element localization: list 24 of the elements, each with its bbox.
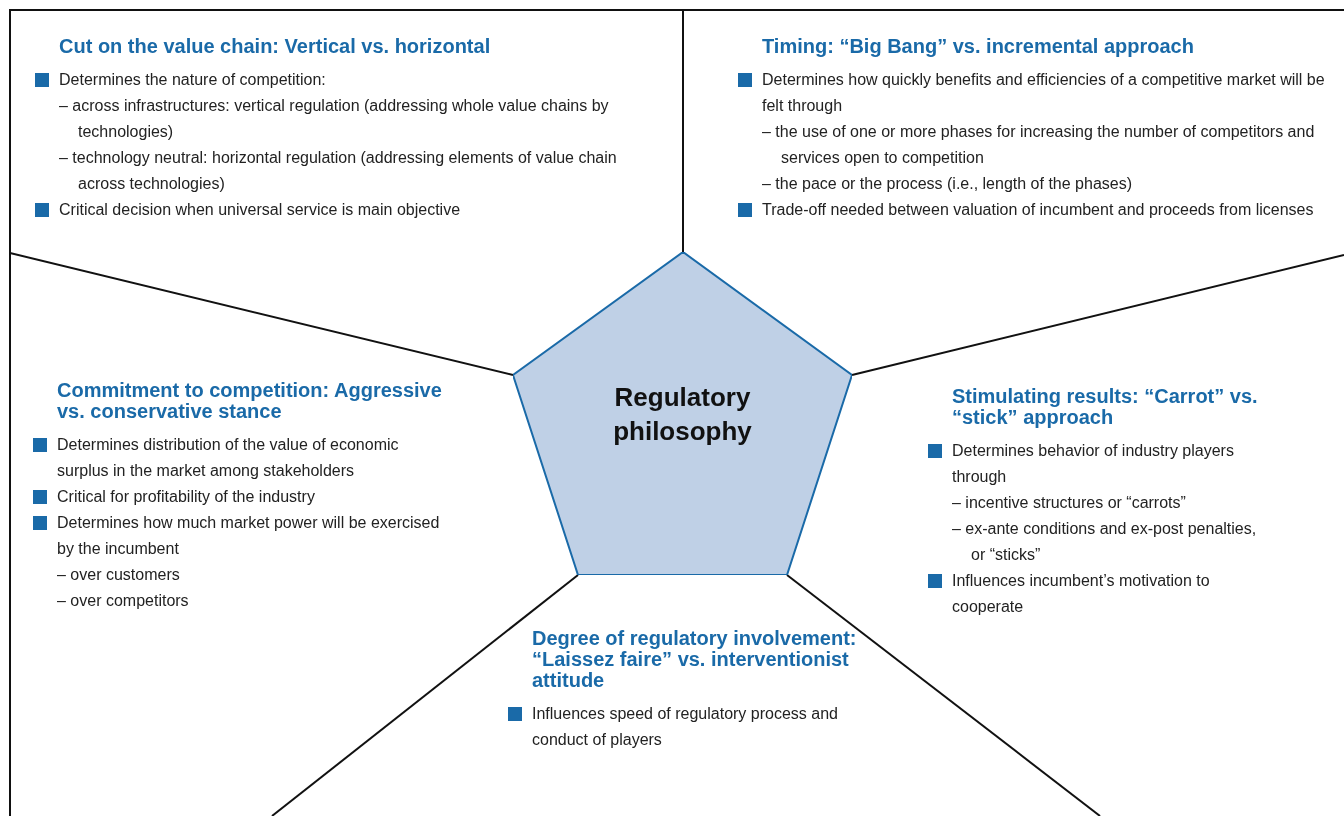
sub-bullet-text: – technology neutral: horizontal regulation (addressing elements of value chain across technologies): [59, 148, 618, 194]
sub-bullet-text: – the pace or the process (i.e., length of the phases): [762, 174, 1133, 194]
bullet-text: Determines distribution of the value of economic surplus in the market among stakeholders: [57, 435, 400, 481]
bullet-text: Trade-off needed between valuation of incumbent and proceeds from licenses: [762, 200, 1314, 220]
center-label: Regulatory philosophy: [612, 380, 753, 448]
bullet-text: Influences speed of regulatory process and conduct of players: [532, 704, 839, 750]
section-heading: Degree of regulatory involvement: “Laissez faire” vs. interventionist attitude: [532, 628, 858, 691]
section-heading: Cut on the value chain: Vertical vs. horizontal: [59, 36, 492, 57]
bullet-text: Determines behavior of industry players through: [952, 441, 1235, 487]
sub-bullet-text: – over customers: [57, 565, 181, 585]
bullet-text: Determines the nature of competition:: [59, 70, 326, 90]
bullet-text: Determines how quickly benefits and efficiencies of a competitive market will be felt through: [762, 70, 1326, 116]
sub-bullet-text: – across infrastructures: vertical regulation (addressing whole value chains by technologies): [59, 96, 610, 142]
section-heading: Stimulating results: “Carrot” vs. “stick” approach: [952, 386, 1259, 428]
bullet-text: Critical decision when universal service is main objective: [59, 200, 461, 220]
sub-bullet-text: – incentive structures or “carrots”: [952, 493, 1187, 513]
bullet-text: Influences incumbent’s motivation to cooperate: [952, 571, 1211, 617]
sub-bullet-text: – the use of one or more phases for increasing the number of competitors and services open to competition: [762, 122, 1316, 168]
bullet-text: Determines how much market power will be exercised by the incumbent: [57, 513, 441, 559]
section-heading: Timing: “Big Bang” vs. incremental approach: [762, 36, 1195, 57]
bullet-text: Critical for profitability of the industry: [57, 487, 315, 507]
section-heading: Commitment to competition: Aggressive vs. conservative stance: [57, 380, 443, 422]
sub-bullet-text: – over competitors: [57, 591, 190, 611]
sub-bullet-text: – ex-ante conditions and ex-post penalties, or “sticks”: [952, 519, 1258, 565]
